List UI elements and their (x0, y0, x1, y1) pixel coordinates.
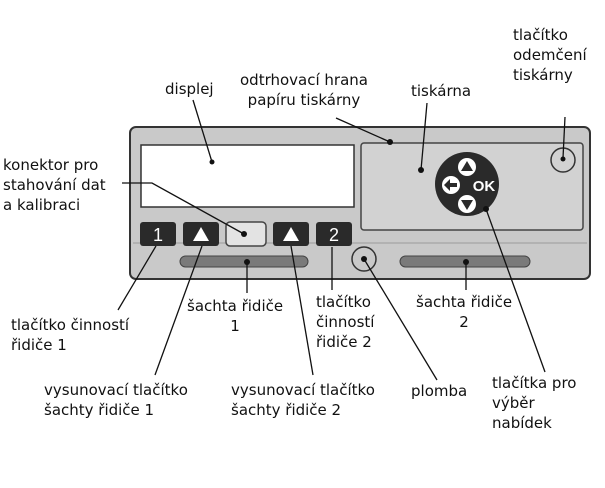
eject-triangle-icon (193, 227, 209, 241)
label-printer: tiskárna (411, 82, 472, 100)
label-driver2-eject: vysunovací tlačítko šachty řidiče 2 (231, 380, 375, 420)
label-display: displej (165, 80, 214, 98)
leader-printer (420, 102, 428, 171)
label-driver1-eject: vysunovací tlačítko šachty řidiče 1 (44, 380, 188, 420)
label-unlock-line3: tiskárny (513, 66, 573, 84)
up-arrow-icon (461, 161, 473, 171)
label-d2-activity-line1: tlačítko (316, 293, 371, 311)
leader-driver2-eject (290, 245, 314, 376)
label-d1-eject-line1: vysunovací tlačítko (44, 381, 188, 399)
label-d2-slot-line2: 2 (459, 313, 469, 331)
label-d1-activity-line1: tlačítko činností (11, 316, 130, 334)
label-d2-eject-line2: šachty řidiče 2 (231, 401, 342, 419)
ok-button[interactable]: OK (473, 178, 496, 195)
eject-triangle-icon (283, 227, 299, 241)
leader-connector (122, 182, 245, 235)
label-d1-slot-line1: šachta řidiče (187, 297, 284, 315)
menu-button-cluster (435, 152, 499, 216)
label-d2-eject-line1: vysunovací tlačítko (231, 381, 375, 399)
label-seal: plomba (411, 382, 468, 400)
label-tear-edge: odtrhovací hrana papíru tiskárny (240, 70, 368, 110)
label-driver2-slot: šachta řidiče 2 (416, 292, 512, 332)
label-tear-edge-line1: odtrhovací hrana (240, 71, 368, 89)
label-d1-slot-line2: 1 (230, 317, 240, 335)
label-driver2-activity: tlačítko činností řidiče 2 (316, 292, 374, 352)
label-d2-activity-line3: řidiče 2 (316, 333, 372, 351)
leader-lines (117, 99, 566, 381)
label-data-connector: konektor pro stahování dat a kalibraci (3, 155, 106, 215)
down-arrow-icon (461, 200, 473, 210)
leader-display (192, 99, 213, 163)
leader-driver1-eject (154, 245, 203, 376)
leader-dot-printer (418, 167, 424, 173)
leader-dot-unlock (560, 156, 566, 162)
driver2-activity-button-label: 2 (329, 225, 339, 245)
label-unlock-line1: tlačítko (513, 26, 568, 44)
label-driver1-activity: tlačítko činností řidiče 1 (11, 315, 129, 355)
label-tear-edge-line2: papíru tiskárny (247, 91, 361, 109)
driver1-activity-button[interactable] (140, 222, 176, 246)
label-d2-activity-line2: činností (316, 313, 375, 331)
label-menu-line2: výběr (492, 394, 535, 412)
leader-dot-connector (241, 231, 247, 237)
leader-menu-buttons (485, 208, 546, 373)
label-d2-slot-line1: šachta řidiče (416, 293, 513, 311)
leader-unlock (562, 116, 566, 159)
leader-tear-edge (335, 117, 391, 143)
label-d1-eject-line2: šachty řidiče 1 (44, 401, 155, 419)
driver2-activity-button[interactable] (316, 222, 352, 246)
label-unlock-button: tlačítko odemčení tiskárny (513, 25, 587, 85)
label-connector-line3: a kalibraci (3, 196, 81, 214)
label-connector-line1: konektor pro (3, 156, 99, 174)
leader-driver1-activity (117, 245, 157, 311)
label-d1-activity-line2: řidiče 1 (11, 336, 67, 354)
label-menu-buttons: tlačítka pro výběr nabídek (492, 373, 576, 433)
display-screen (140, 144, 355, 208)
label-unlock-line2: odemčení (513, 46, 587, 64)
label-driver1-slot: šachta řidiče 1 (187, 296, 283, 336)
leader-dot-driver2-slot (463, 259, 469, 265)
leader-dot-seal (361, 256, 367, 262)
leader-dots (209, 139, 566, 265)
leader-dot-display (209, 159, 215, 165)
driver1-card-slot[interactable] (179, 255, 309, 268)
leader-dot-menu (483, 206, 489, 212)
leader-dot-driver1-slot (244, 259, 250, 265)
back-arrow-icon (444, 179, 457, 191)
driver1-activity-button-label: 1 (153, 225, 163, 245)
leader-seal (363, 258, 438, 381)
label-menu-line3: nabídek (492, 414, 552, 432)
label-menu-line1: tlačítka pro (492, 374, 577, 392)
label-connector-line2: stahování dat (3, 176, 106, 194)
leader-dot-tear-edge (387, 139, 393, 145)
